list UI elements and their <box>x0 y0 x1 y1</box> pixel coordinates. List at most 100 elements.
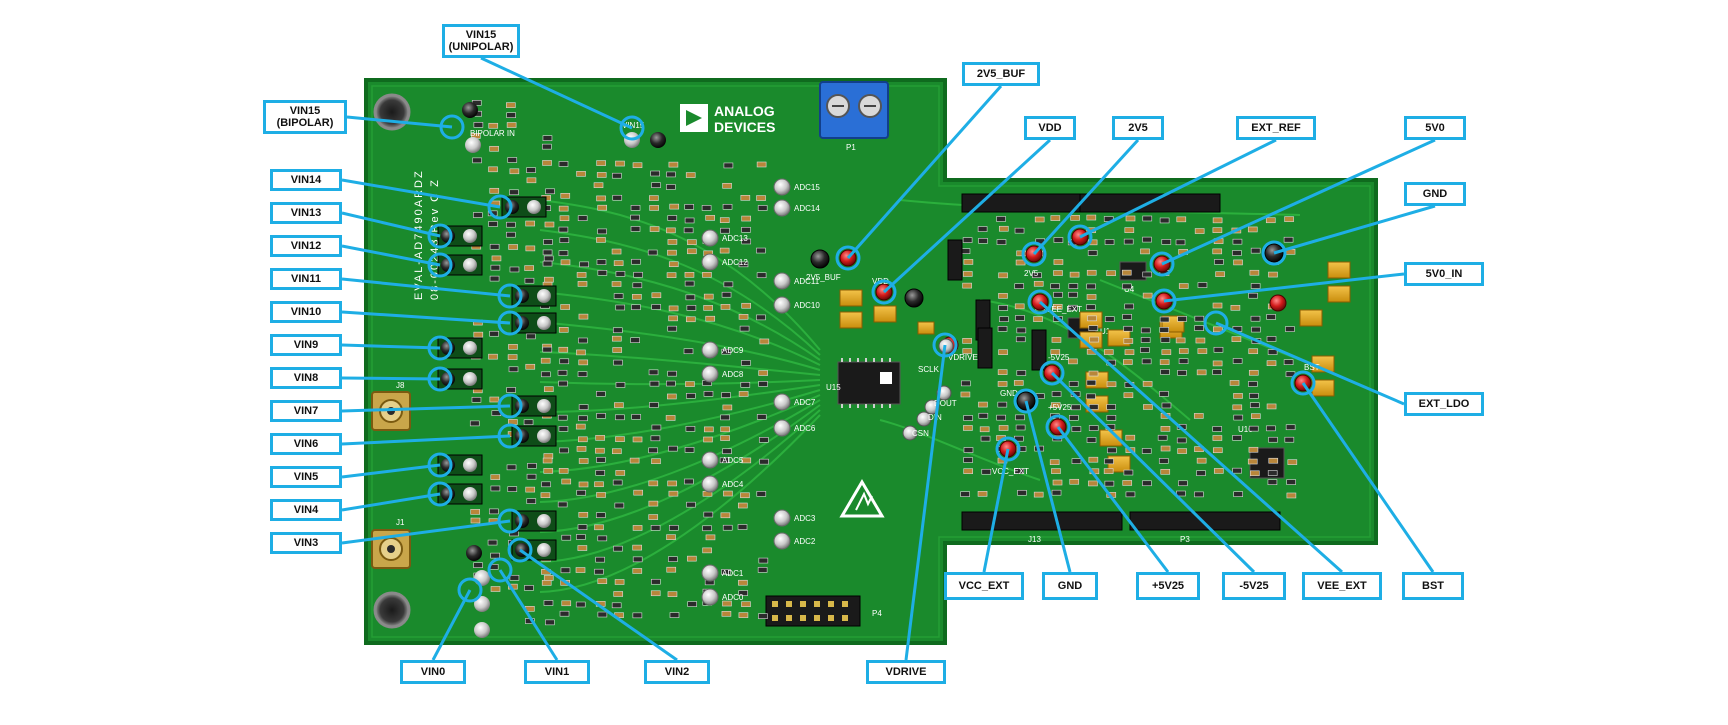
connector-pin-gnd <box>441 258 455 272</box>
smd-component <box>488 122 499 129</box>
smd-component <box>473 122 484 128</box>
callout-vin12: VIN12 <box>270 235 342 257</box>
smd-component <box>685 294 696 301</box>
smd-component <box>683 348 694 355</box>
smd-component <box>1106 415 1117 421</box>
smd-component <box>1124 227 1135 233</box>
smd-component <box>721 291 732 298</box>
smd-component <box>720 414 730 421</box>
target-ring <box>835 245 861 271</box>
smd-component <box>960 491 970 497</box>
connector-pin-gnd <box>441 458 455 472</box>
smd-component <box>596 492 606 498</box>
smd-component <box>630 214 640 221</box>
jumper-header <box>977 327 993 369</box>
smd-component <box>490 264 501 271</box>
smd-component <box>1268 271 1278 278</box>
smd-component <box>757 205 768 211</box>
smd-component <box>1233 393 1243 399</box>
smd-component <box>489 187 500 194</box>
smd-component <box>1088 370 1099 377</box>
smd-component <box>721 569 731 575</box>
smd-component <box>649 380 660 387</box>
connector-pin-gnd <box>441 341 455 355</box>
smd-component <box>740 382 751 388</box>
smd-component <box>1248 381 1258 387</box>
smd-component <box>1142 271 1153 278</box>
smd-component <box>508 244 518 250</box>
smd-component <box>1125 434 1136 441</box>
target-ring <box>1151 288 1177 314</box>
smd-component <box>738 261 749 268</box>
callout-vin0: VIN0 <box>400 660 466 684</box>
svg-text:BIPOLAR IN: BIPOLAR IN <box>470 129 515 138</box>
connector-pin-signal <box>527 200 541 214</box>
smd-component <box>596 172 607 178</box>
smd-component <box>1015 414 1025 421</box>
leader-line <box>341 519 511 545</box>
smd-component <box>488 166 498 173</box>
smd-component <box>1141 448 1152 454</box>
smd-component <box>1196 457 1207 464</box>
smd-component <box>756 414 767 420</box>
smd-component <box>1086 283 1096 290</box>
smd-component <box>542 249 553 256</box>
smd-component <box>668 490 679 497</box>
smd-component <box>526 177 537 184</box>
smd-component <box>543 255 554 262</box>
smd-component <box>596 391 606 397</box>
smd-component <box>1087 250 1098 256</box>
smd-component <box>471 396 482 403</box>
smd-component <box>489 330 499 337</box>
target-ring <box>871 279 897 305</box>
smd-component <box>738 590 748 596</box>
smd-component <box>1177 316 1187 322</box>
smd-component <box>756 161 767 168</box>
svg-text:-5V25: -5V25 <box>1048 353 1070 362</box>
smd-component <box>756 272 767 279</box>
target-ring <box>487 194 513 220</box>
target-ring <box>1261 240 1287 266</box>
smd-component <box>650 170 660 177</box>
smd-component <box>615 160 625 167</box>
smd-component <box>578 313 589 320</box>
smd-component <box>998 425 1009 431</box>
silk-p1: P1 <box>846 143 856 152</box>
smd-component <box>490 586 501 592</box>
smd-component <box>648 480 659 487</box>
smd-component <box>615 414 625 421</box>
smd-component <box>615 436 625 442</box>
smd-component <box>1284 216 1294 222</box>
smd-component <box>1232 404 1243 411</box>
smd-component <box>978 401 988 408</box>
smd-component <box>576 349 586 356</box>
smd-component <box>596 195 606 202</box>
smd-component <box>684 272 695 278</box>
smd-component <box>650 525 661 531</box>
smd-component <box>1157 434 1168 441</box>
smd-component <box>1196 470 1206 476</box>
smd-component <box>1142 236 1152 243</box>
smd-component <box>667 370 677 377</box>
callout-vin4: VIN4 <box>270 499 342 521</box>
target-ring <box>1290 370 1316 396</box>
smd-component <box>597 204 607 211</box>
smd-component <box>1233 491 1243 497</box>
target-ring <box>497 310 523 336</box>
smd-component <box>648 369 659 376</box>
smd-component <box>756 491 767 497</box>
smd-component <box>667 480 677 487</box>
smd-component <box>686 305 697 311</box>
smd-component <box>594 481 604 488</box>
smd-component <box>651 424 662 431</box>
smd-component <box>489 508 499 515</box>
smd-component <box>577 281 588 287</box>
smd-component <box>687 248 697 255</box>
smd-component <box>558 226 569 233</box>
smd-component <box>542 346 553 353</box>
leader-line <box>431 589 472 661</box>
callout-p5v25: +5V25 <box>1136 572 1200 600</box>
smd-component <box>557 501 568 508</box>
smd-component <box>668 556 678 562</box>
smd-component <box>612 194 623 201</box>
